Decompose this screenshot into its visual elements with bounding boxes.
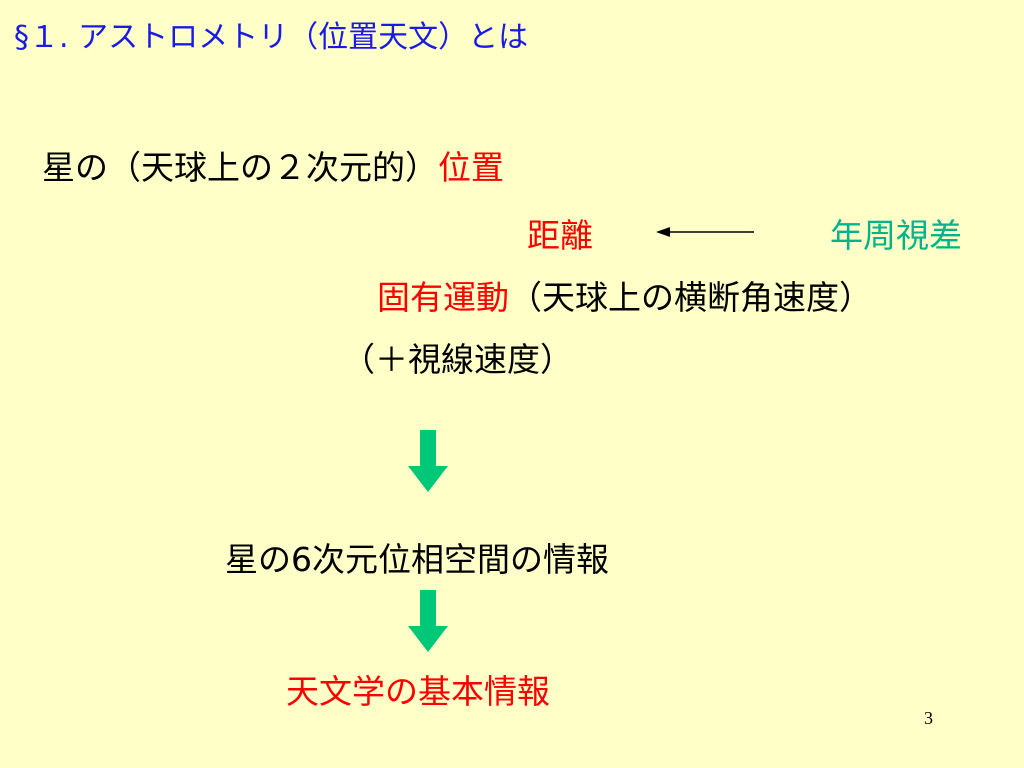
page-number: 3 bbox=[924, 708, 933, 728]
proper-motion-term: 固有運動 bbox=[377, 278, 509, 317]
proper-motion-line: 固有運動（天球上の横断角速度） bbox=[377, 278, 872, 318]
phase-space-line: 星の6次元位相空間の情報 bbox=[225, 540, 609, 579]
slide-title: §１. アストロメトリ（位置天文）とは bbox=[14, 20, 529, 55]
radial-velocity-line: （＋視線速度） bbox=[342, 340, 573, 379]
position-line: 星の（天球上の２次元的）位置 bbox=[42, 148, 504, 188]
distance-term: 距離 bbox=[527, 216, 593, 255]
position-term: 位置 bbox=[438, 148, 504, 187]
down-arrow-icon bbox=[408, 590, 448, 652]
proper-motion-line-text: （天球上の横断角速度） bbox=[509, 278, 872, 317]
down-arrow-icon bbox=[408, 430, 448, 492]
position-line-text: 星の（天球上の２次元的） bbox=[42, 148, 438, 187]
left-arrow-icon bbox=[656, 227, 754, 237]
annual-parallax-term: 年周視差 bbox=[830, 216, 962, 255]
basic-astronomy-info-line: 天文学の基本情報 bbox=[286, 672, 550, 711]
